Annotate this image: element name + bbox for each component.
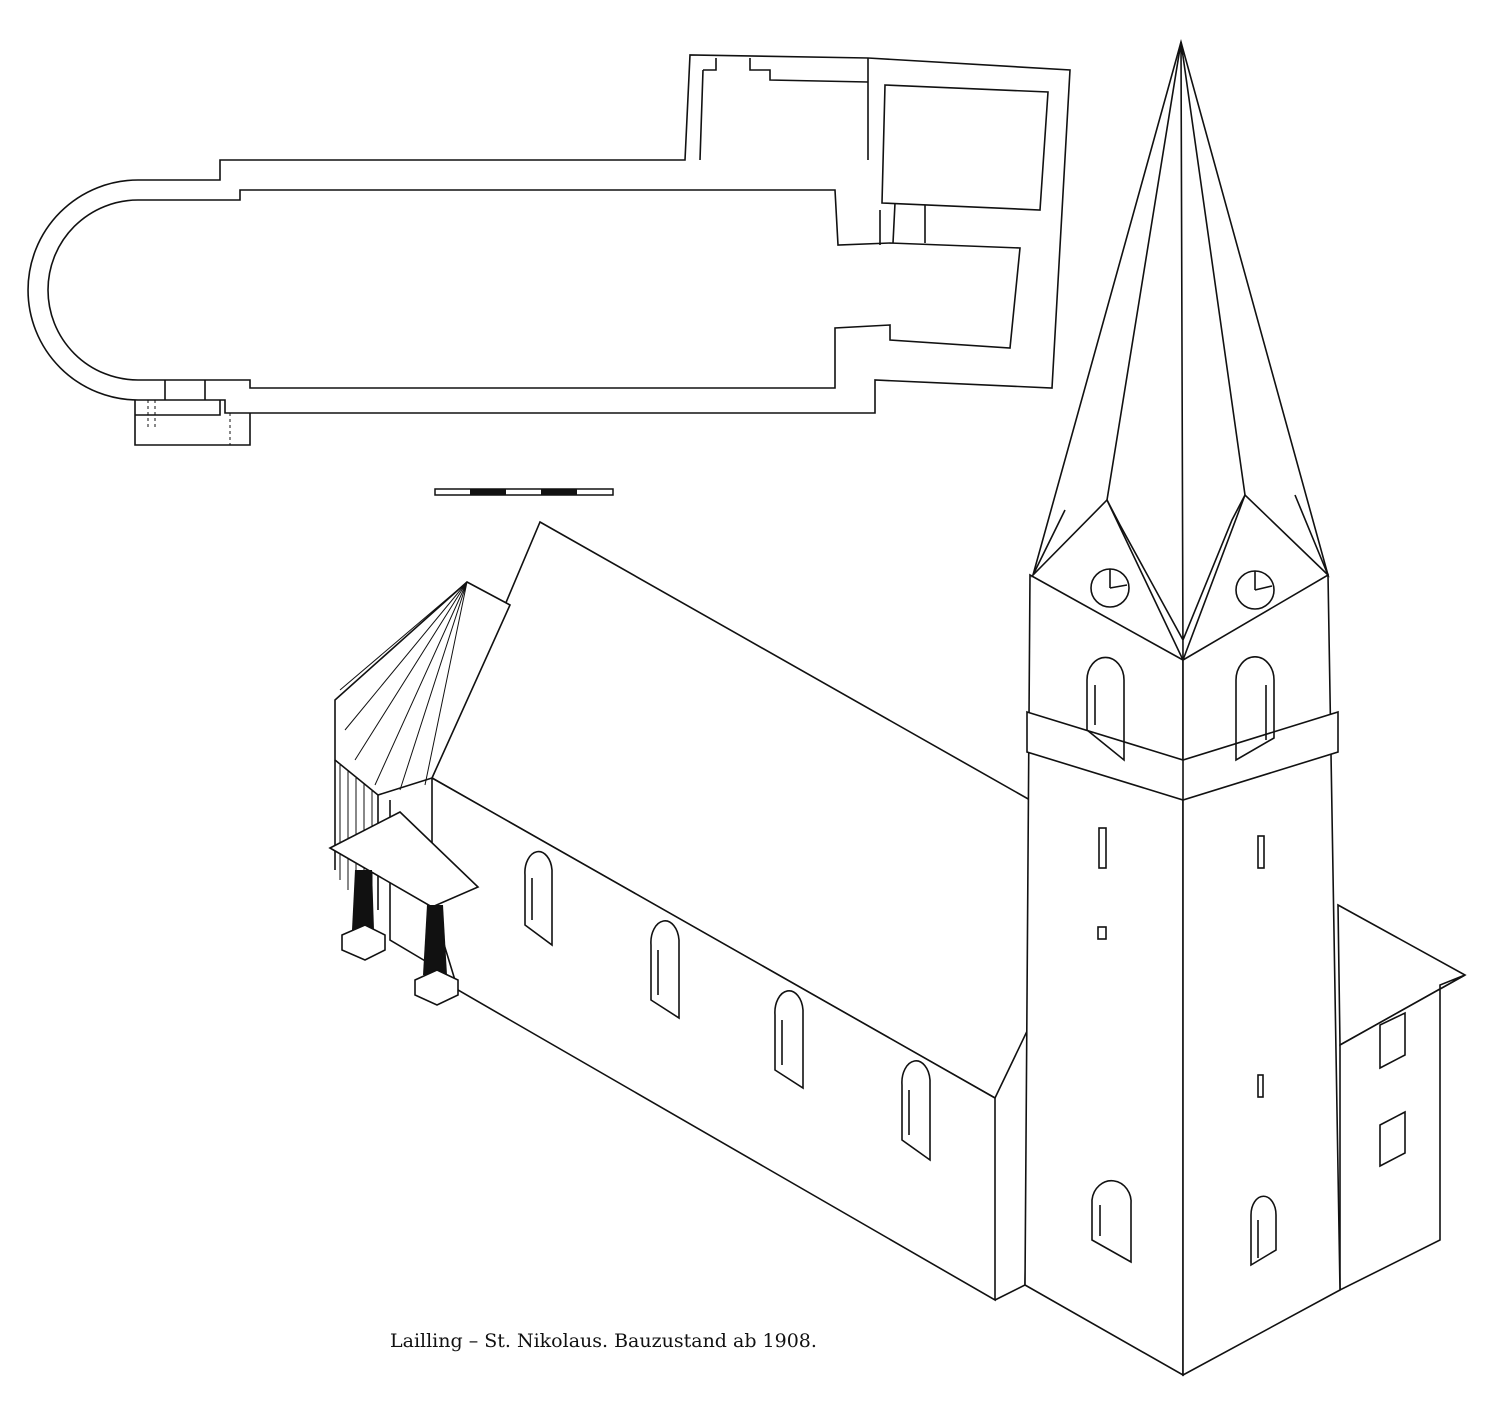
scale-bar bbox=[434, 488, 614, 496]
nave bbox=[430, 520, 1031, 1302]
figure-caption: Lailling – St. Nikolaus. Bauzustand ab 1… bbox=[390, 1330, 817, 1352]
tower bbox=[1024, 39, 1341, 1377]
annex bbox=[1337, 903, 1467, 1292]
floor-plan bbox=[27, 54, 1071, 446]
nave-windows bbox=[524, 850, 931, 1162]
porch bbox=[328, 811, 480, 1006]
